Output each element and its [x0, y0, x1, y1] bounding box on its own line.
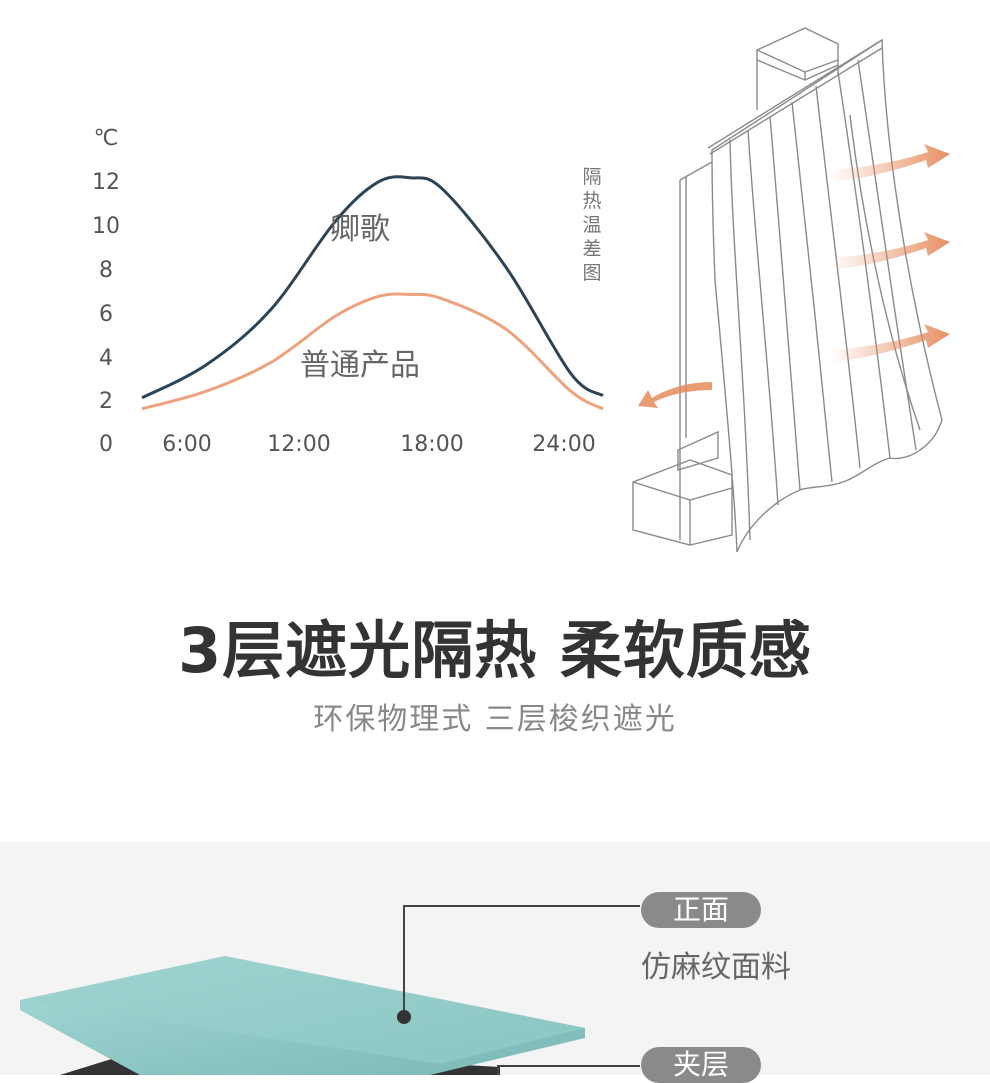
series-line-1	[141, 292, 604, 411]
illustration-caption: 隔热温差图	[582, 166, 602, 284]
x-tick-18: 18:00	[400, 432, 464, 457]
y-tick-12: 12	[92, 170, 120, 195]
layer-desc-front: 仿麻纹面料	[641, 950, 791, 985]
chart-plot	[141, 175, 604, 411]
series-line-0	[141, 175, 604, 400]
headline: 3层遮光隔热 柔软质感	[178, 614, 812, 687]
y-tick-8: 8	[99, 258, 113, 283]
curtain-window-icon	[632, 27, 950, 553]
layer-tag-middle: 夹层	[641, 1047, 761, 1083]
y-tick-0: 0	[99, 432, 113, 457]
y-tick-6: 6	[99, 302, 113, 327]
x-tick-12: 12:00	[267, 432, 331, 457]
x-tick-24: 24:00	[532, 432, 596, 457]
series-label-ordinary: 普通产品	[300, 348, 420, 383]
subheadline: 环保物理式 三层梭织遮光	[313, 702, 677, 737]
y-unit-label: ℃	[93, 126, 119, 151]
y-tick-4: 4	[99, 346, 113, 371]
y-tick-10: 10	[92, 214, 120, 239]
layer-tag-front: 正面	[641, 892, 761, 928]
heat-arrows	[638, 144, 950, 408]
y-tick-2: 2	[99, 389, 113, 414]
x-tick-6: 6:00	[162, 432, 212, 457]
fabric-layers-illustration	[20, 905, 640, 1075]
series-label-qingge: 卿歌	[330, 212, 390, 247]
